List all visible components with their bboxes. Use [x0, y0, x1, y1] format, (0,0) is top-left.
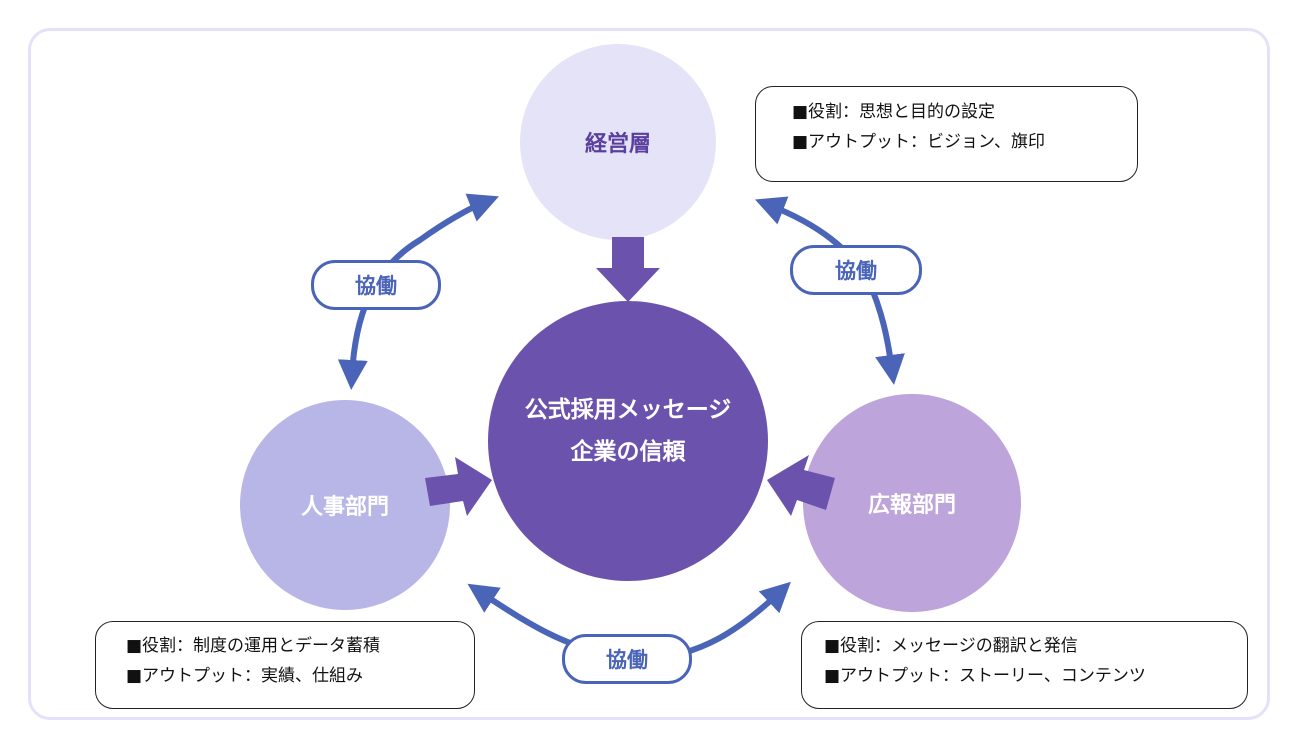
collab-label-top-right: 協働 — [790, 245, 922, 295]
center-line-2: 企業の信頼 — [570, 439, 686, 465]
collab-text: 協働 — [606, 648, 648, 672]
node-right-text: 広報部門 — [867, 493, 956, 518]
collab-label-bottom: 協働 — [562, 634, 692, 684]
info-box-top: ■役割：思想と目的の設定 ■アウトプット：ビジョン、旗印 — [755, 86, 1138, 182]
info-right-role: ■役割：メッセージの翻訳と発信 — [824, 636, 1078, 656]
node-left-text: 人事部門 — [300, 495, 389, 520]
info-box-left: ■役割：制度の運用とデータ蓄積 ■アウトプット：実績、仕組み — [95, 621, 475, 709]
flow-arrow-left — [425, 457, 492, 516]
node-top-label: 経営層 — [520, 44, 716, 240]
center-label: 公式採用メッセージ 企業の信頼 — [488, 301, 768, 581]
center-line-1: 公式採用メッセージ — [524, 397, 732, 423]
collab-text: 協働 — [355, 274, 397, 298]
flow-arrow-right — [767, 455, 835, 516]
node-top-text: 経営層 — [584, 132, 651, 157]
info-box-right: ■役割：メッセージの翻訳と発信 ■アウトプット：ストーリー、コンテンツ — [801, 621, 1248, 709]
collab-text: 協働 — [835, 259, 877, 283]
info-left-output: ■アウトプット：実績、仕組み — [126, 666, 364, 686]
collab-arrow-top-left — [337, 193, 499, 390]
info-top-output: ■アウトプット：ビジョン、旗印 — [792, 132, 1046, 152]
flow-arrow-top — [596, 237, 660, 302]
info-top-role: ■役割：思想と目的の設定 — [792, 102, 996, 122]
center-circle — [488, 301, 768, 581]
node-top-circle — [520, 44, 716, 240]
node-left-label: 人事部門 — [240, 400, 450, 610]
info-left-role: ■役割：制度の運用とデータ蓄積 — [126, 636, 381, 656]
node-right-circle — [803, 394, 1021, 612]
node-right-label: 広報部門 — [803, 394, 1021, 612]
info-right-output: ■アウトプット：ストーリー、コンテンツ — [824, 666, 1146, 686]
collab-label-top-left: 協働 — [311, 260, 441, 310]
node-left-circle — [240, 400, 450, 610]
